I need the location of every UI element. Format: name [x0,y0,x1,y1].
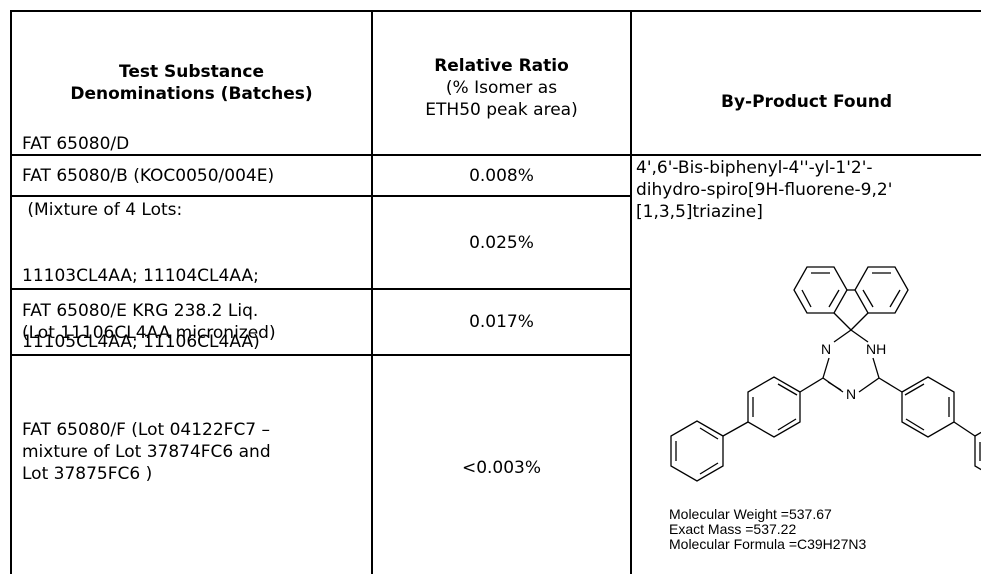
row1-ratio: 0.008% [469,165,534,186]
row1-substance: FAT 65080/B (KOC0050/004E) [22,165,275,186]
phenyl-ring-left [747,376,801,438]
byproduct-name: 4',6'-Bis-biphenyl-4''-yl-1'2'- dihydro-… [636,158,893,222]
row3-ratio: 0.017% [469,312,534,332]
row-divider-2 [10,288,631,290]
row4-substance: FAT 65080/F (Lot 04122FC7 –mixture of Lo… [22,420,271,484]
header-divider [10,154,981,156]
molecular-weight: Molecular Weight =537.67 [669,506,832,522]
header-by-product: By-Product Found [721,92,892,112]
atom-label-n1: N [821,341,831,357]
fluorene-ring-right [854,266,909,314]
row3-substance: FAT 65080/E KRG 238.2 Liq.(Lot 11106CL4A… [22,301,276,343]
divider-col1 [371,10,373,574]
fluorene-ring-left [793,266,848,314]
phenyl-ring-far-right [974,431,981,471]
border-top [10,10,981,12]
row2-ratio: 0.025% [469,232,534,253]
divider-col2 [630,10,632,574]
row-divider-3 [10,354,631,356]
phenyl-ring-far-left [670,420,724,482]
border-left [10,10,12,574]
phenyl-ring-right [901,376,955,438]
molecular-formula: Molecular Formula =C39H27N3 [669,536,867,552]
exact-mass: Exact Mass =537.22 [669,521,797,537]
atom-label-n2: N [846,386,856,402]
row4-ratio: <0.003% [461,458,542,478]
row2-substance: FAT 65080/D (Mixture of 4 Lots: 11103CL4… [22,133,260,352]
row-divider-1 [10,195,631,197]
molecular-structure-image: N NH N [670,266,981,482]
molecular-info: Molecular Weight =537.67 Exact Mass =537… [669,507,979,552]
atom-label-nh: NH [866,341,886,357]
